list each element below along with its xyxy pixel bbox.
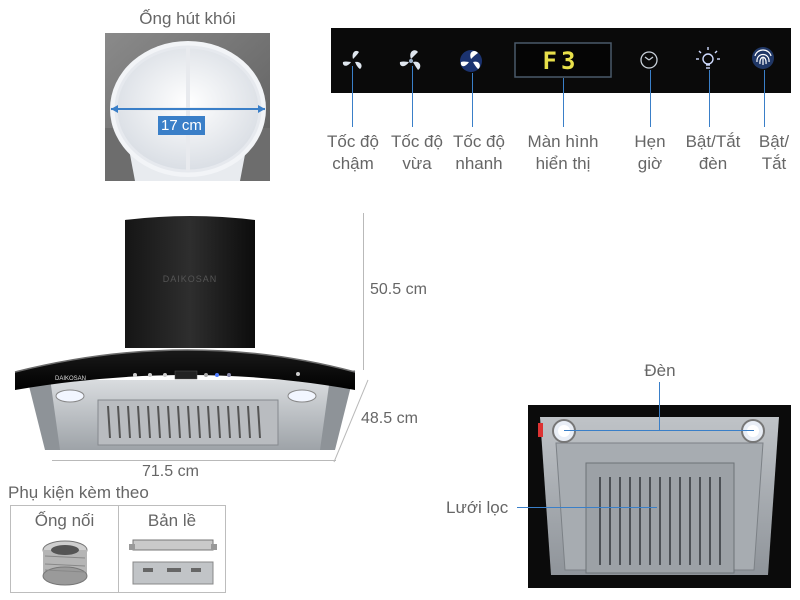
accessory-hinge-label: Bản lề [147,511,197,530]
height-dimension-line [363,213,364,370]
fan-fast-icon [460,50,482,72]
label-timer: Hẹn giờ [634,132,666,173]
width-dimension-text: 71.5 cm [142,463,199,480]
hinge-bracket-image [129,536,219,588]
range-hood-image: DAIKOSAN DAIKOSAN [10,210,360,465]
label-display: Màn hình hiển thị [527,132,599,173]
duct-diameter-label: 17 cm [158,116,205,135]
display-text: F3 [542,47,580,75]
duct-photo [105,33,270,181]
display-readout: F3 [522,46,600,76]
accessories-divider [118,506,119,592]
clock-icon [640,51,658,69]
label-speed-medium: Tốc độ vừa [391,132,443,173]
light-label: Đèn [644,361,676,380]
width-dimension-line [52,460,336,461]
light-bulb-icon [696,47,720,69]
callout-line-filter [517,507,657,508]
callout-line-fast [472,73,473,127]
fingerprint-power-icon [752,47,774,69]
depth-dimension-text: 48.5 cm [361,410,418,427]
connector-pipe-image [39,536,91,588]
callout-line-light-vertical [659,382,660,430]
callout-line-power [764,70,765,127]
label-speed-slow: Tốc độ chậm [327,132,379,173]
filter-label: Lưới lọc [446,498,509,517]
accessories-table: Ống nối Bản lề [10,505,226,593]
accessory-pipe-label: Ống nối [34,511,95,530]
callout-line-medium [412,66,413,127]
depth-dimension-line [330,378,370,464]
callout-line-timer [650,70,651,127]
control-panel [331,28,791,93]
callout-line-display [563,78,564,127]
label-light: Bật/Tắt đèn [685,132,741,173]
accessories-title: Phụ kiện kèm theo [8,483,149,502]
fan-slow-icon [342,50,362,69]
hood-brand-front: DAIKOSAN [55,376,86,382]
label-power: Bật/ Tắt [758,132,790,173]
label-speed-fast: Tốc độ nhanh [453,132,505,173]
duct-title: Ống hút khói [139,9,236,28]
hood-underside-image [528,405,791,588]
hood-brand-chimney: DAIKOSAN [163,274,218,284]
callout-line-light [709,70,710,127]
callout-line-slow [352,66,353,127]
height-dimension-text: 50.5 cm [370,281,427,298]
callout-line-light-horizontal [564,430,754,431]
fan-medium-icon [399,50,421,70]
